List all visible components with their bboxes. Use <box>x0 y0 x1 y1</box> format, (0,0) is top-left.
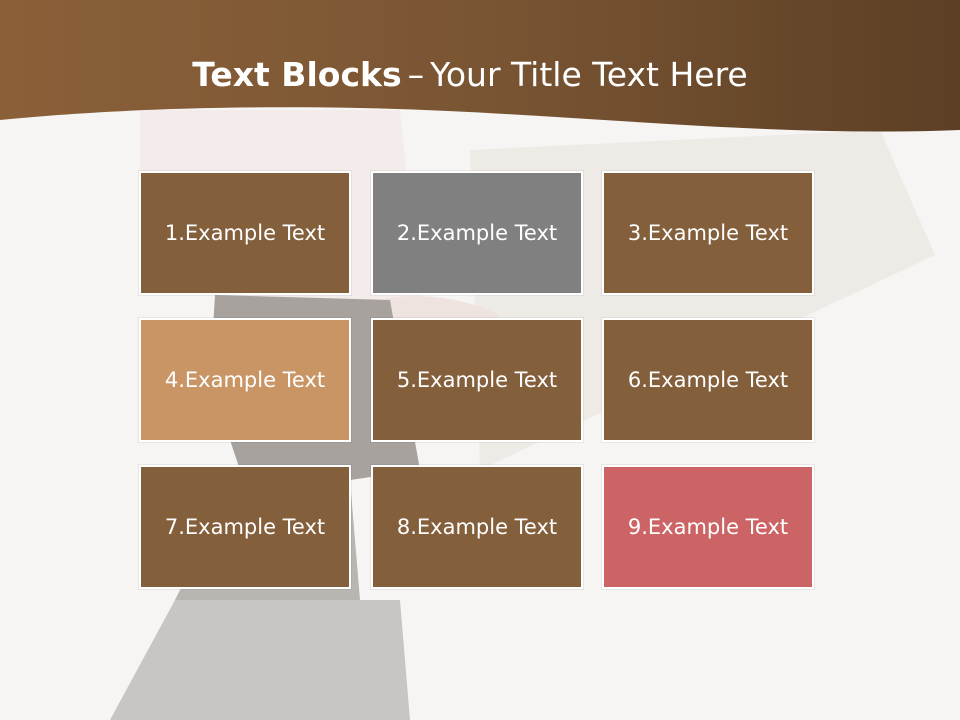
text-block-4: 4.Example Text <box>139 318 351 442</box>
title-rest: Your Title Text Here <box>430 55 748 94</box>
text-block-1: 1.Example Text <box>139 171 351 295</box>
title-bold: Text Blocks <box>192 55 402 94</box>
text-block-2: 2.Example Text <box>371 171 583 295</box>
text-block-grid: 1.Example Text 2.Example Text 3.Example … <box>139 171 815 593</box>
title-dash: – <box>407 55 425 94</box>
text-block-6: 6.Example Text <box>602 318 814 442</box>
text-block-8: 8.Example Text <box>371 465 583 589</box>
text-block-3: 3.Example Text <box>602 171 814 295</box>
text-block-7: 7.Example Text <box>139 465 351 589</box>
header-band <box>0 0 960 132</box>
slide-title: Text Blocks–Your Title Text Here <box>0 52 940 98</box>
text-block-9: 9.Example Text <box>602 465 814 589</box>
text-block-5: 5.Example Text <box>371 318 583 442</box>
